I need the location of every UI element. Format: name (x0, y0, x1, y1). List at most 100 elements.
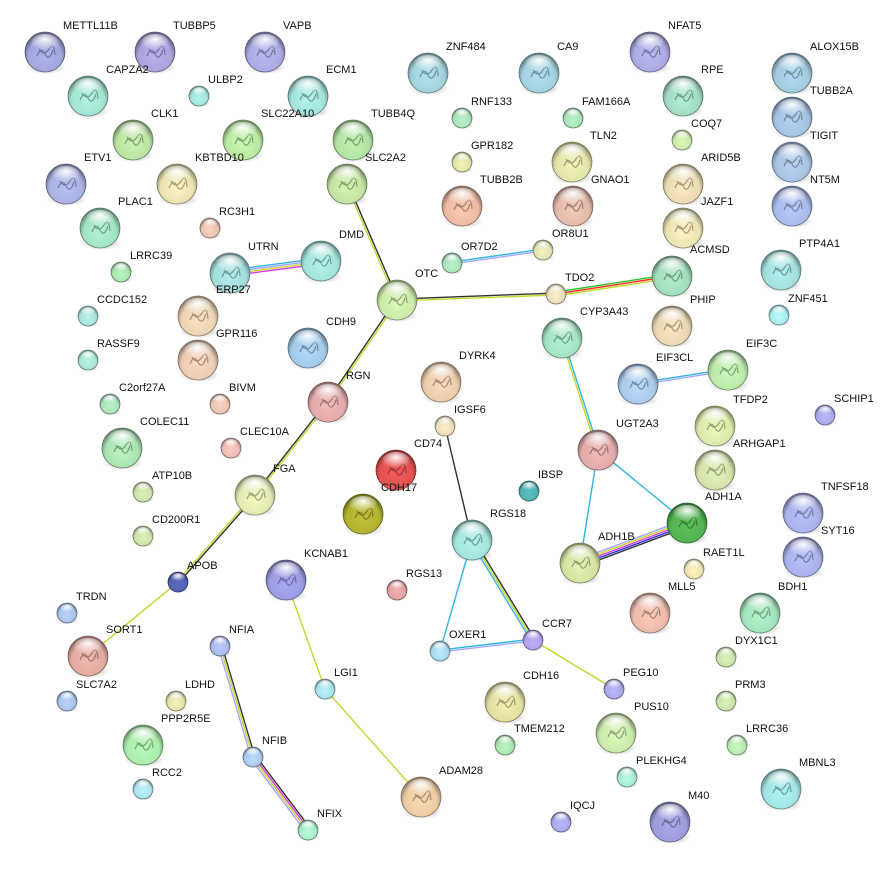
node-OR7D2[interactable] (441, 252, 463, 274)
edge-OTC-TDO2[interactable] (396, 292, 557, 302)
node-EIF3CL[interactable] (617, 363, 659, 406)
node-CD74[interactable] (375, 449, 417, 492)
node-KBTBD10[interactable] (156, 163, 198, 206)
node-CDH17[interactable] (342, 493, 384, 536)
node-OXER1[interactable] (429, 640, 451, 662)
node-BDH1[interactable] (739, 592, 781, 635)
node-NT5M[interactable] (771, 185, 813, 228)
node-CYP3A43[interactable] (541, 317, 583, 360)
node-METTL11B[interactable] (24, 31, 66, 74)
node-PLAC1[interactable] (79, 207, 121, 250)
node-ZNF451[interactable] (768, 304, 790, 326)
node-UTRN[interactable] (209, 252, 251, 295)
edge-CCR7-PEG10[interactable] (532, 639, 615, 690)
node-TNFSF18[interactable] (782, 492, 824, 535)
node-CCDC152[interactable] (77, 305, 99, 327)
node-ARHGAP1[interactable] (694, 449, 736, 492)
node-SLC22A10[interactable] (222, 119, 264, 162)
node-SYT16[interactable] (782, 536, 824, 579)
edge-NFIB-NFIX[interactable] (250, 754, 311, 833)
node-PUS10[interactable] (595, 712, 637, 755)
node-EIF3C[interactable] (707, 349, 749, 392)
node-IBSP[interactable] (518, 480, 540, 502)
edge-LGI1-ADAM28[interactable] (324, 688, 422, 798)
node-LGI1[interactable] (314, 678, 336, 700)
node-RASSF9[interactable] (77, 349, 99, 371)
node-CLK1[interactable] (112, 119, 154, 162)
node-APOB[interactable] (167, 571, 189, 593)
node-SLC2A2[interactable] (326, 163, 368, 206)
node-PLEKHG4[interactable] (616, 766, 638, 788)
node-LRRC39[interactable] (110, 261, 132, 283)
node-NFIX[interactable] (297, 819, 319, 841)
edge-NFIA-NFIB[interactable] (217, 645, 256, 758)
node-ADAM28[interactable] (400, 776, 442, 819)
node-JAZF1[interactable] (662, 207, 704, 250)
node-GPR116[interactable] (177, 339, 219, 382)
node-LRRC36[interactable] (726, 734, 748, 756)
node-RGN[interactable] (307, 381, 349, 424)
node-SCHIP1[interactable] (814, 404, 836, 426)
node-UGT2A3[interactable] (577, 429, 619, 472)
node-MBNL3[interactable] (760, 768, 802, 811)
node-NFAT5[interactable] (629, 31, 671, 74)
node-DYRK4[interactable] (420, 361, 462, 404)
node-RPE[interactable] (662, 75, 704, 118)
node-ALOX15B[interactable] (771, 52, 813, 95)
node-GNAO1[interactable] (552, 185, 594, 228)
node-RNF133[interactable] (451, 107, 473, 129)
node-PPP2R5E[interactable] (122, 724, 164, 767)
node-M40[interactable] (649, 801, 691, 844)
node-TUBB2B[interactable] (441, 185, 483, 228)
node-TUBBP5[interactable] (134, 31, 176, 74)
node-CDH16[interactable] (484, 681, 526, 724)
node-ACMSD[interactable] (651, 255, 693, 298)
node-RC3H1[interactable] (199, 217, 221, 239)
node-PRM3[interactable] (715, 690, 737, 712)
node-ULBP2[interactable] (188, 85, 210, 107)
node-NFIA[interactable] (209, 635, 231, 657)
node-RAET1L[interactable] (683, 558, 705, 580)
edge-OR7D2-OR8U1[interactable] (451, 248, 544, 265)
node-CDH9[interactable] (287, 327, 329, 370)
node-ATP10B[interactable] (132, 481, 154, 503)
node-TDO2[interactable] (545, 283, 567, 305)
node-PEG10[interactable] (603, 678, 625, 700)
node-FAM166A[interactable] (562, 107, 584, 129)
node-CLEC10A[interactable] (220, 437, 242, 459)
node-MLL5[interactable] (629, 592, 671, 635)
node-ADH1A[interactable] (666, 502, 708, 545)
node-TLN2[interactable] (551, 141, 593, 184)
node-ARID5B[interactable] (662, 163, 704, 206)
node-TRDN[interactable] (56, 602, 78, 624)
node-GPR182[interactable] (451, 151, 473, 173)
edge-OXER1-CCR7[interactable] (439, 638, 534, 653)
node-TIGIT[interactable] (771, 141, 813, 184)
node-TFDP2[interactable] (694, 405, 736, 448)
node-CD200R1[interactable] (132, 525, 154, 547)
node-COQ7[interactable] (671, 129, 693, 151)
node-FGA[interactable] (234, 474, 276, 517)
node-ADH1B[interactable] (559, 542, 601, 585)
node-RGS13[interactable] (386, 579, 408, 601)
node-RGS18[interactable] (451, 519, 493, 562)
node-CA9[interactable] (518, 52, 560, 95)
node-OR8U1[interactable] (532, 239, 554, 261)
node-IQCJ[interactable] (550, 811, 572, 833)
node-C2orf27A[interactable] (99, 393, 121, 415)
node-BIVM[interactable] (209, 393, 231, 415)
node-CAPZA2[interactable] (67, 75, 109, 118)
node-LDHD[interactable] (165, 690, 187, 712)
node-TUBB4Q[interactable] (332, 119, 374, 162)
node-CCR7[interactable] (522, 629, 544, 651)
node-SLC7A2[interactable] (56, 690, 78, 712)
node-PHIP[interactable] (651, 305, 693, 348)
node-ETV1[interactable] (45, 163, 87, 206)
node-TMEM212[interactable] (494, 734, 516, 756)
node-IGSF6[interactable] (434, 415, 456, 437)
node-COLEC11[interactable] (101, 427, 143, 470)
node-ECM1[interactable] (287, 75, 329, 118)
node-RCC2[interactable] (132, 778, 154, 800)
node-ERP27[interactable] (177, 295, 219, 338)
node-NFIB[interactable] (242, 746, 264, 768)
